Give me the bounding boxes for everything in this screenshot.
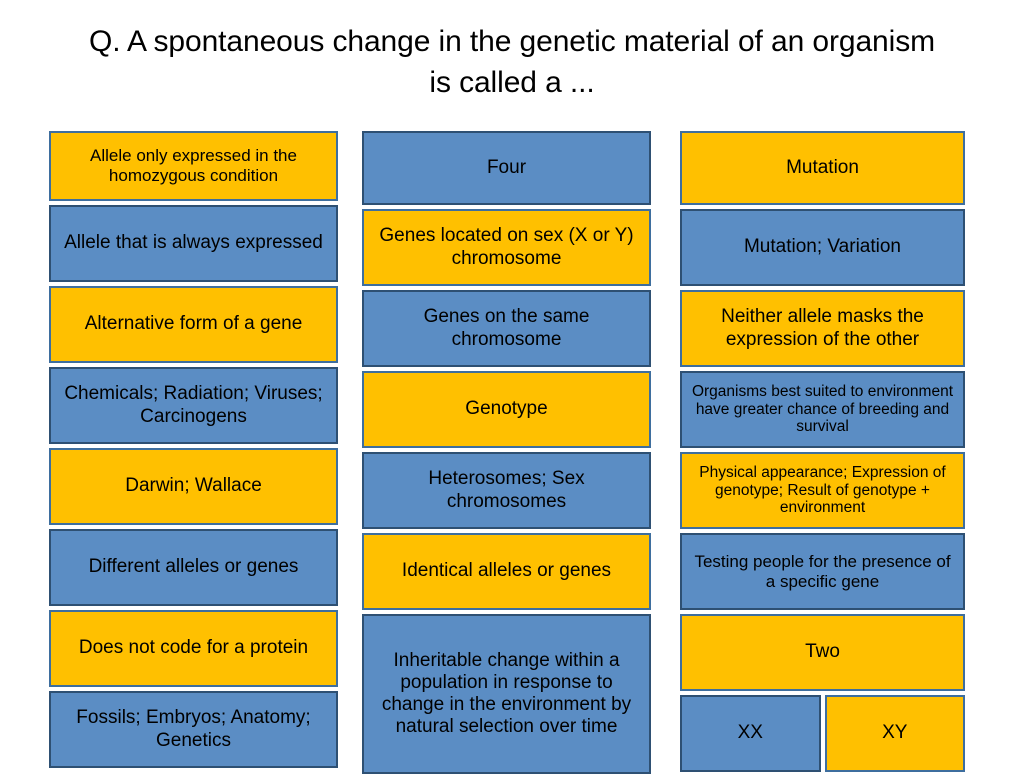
answer-card[interactable]: Identical alleles or genes [362, 533, 651, 610]
answer-card[interactable]: Darwin; Wallace [49, 448, 338, 525]
answer-card-split-row: XX XY [680, 695, 965, 772]
answer-card[interactable]: Chemicals; Radiation; Viruses; Carcinoge… [49, 367, 338, 444]
page-title-line-1: Q. A spontaneous change in the genetic m… [88, 25, 936, 58]
answer-card[interactable]: Testing people for the presence of a spe… [680, 533, 965, 610]
answer-card[interactable]: Heterosomes; Sex chromosomes [362, 452, 651, 529]
answer-column-3: Mutation Mutation; Variation Neither all… [680, 131, 965, 772]
page-title: Q. A spontaneous change in the genetic m… [62, 22, 962, 104]
answer-card[interactable]: Allele only expressed in the homozygous … [49, 131, 338, 201]
answer-card-xx[interactable]: XX [680, 695, 821, 772]
answer-card[interactable]: Different alleles or genes [49, 529, 338, 606]
answer-card[interactable]: Genes on the same chromosome [362, 290, 651, 367]
answer-card[interactable]: Does not code for a protein [49, 610, 338, 687]
answer-card[interactable]: Inheritable change within a population i… [362, 614, 651, 774]
answer-card[interactable]: Genes located on sex (X or Y) chromosome [362, 209, 651, 286]
page-title-line-2: is called a ... [429, 65, 595, 99]
answer-card[interactable]: Two [680, 614, 965, 691]
answer-card[interactable]: Genotype [362, 371, 651, 448]
answer-card[interactable]: Fossils; Embryos; Anatomy; Genetics [49, 691, 338, 768]
answer-card[interactable]: Allele that is always expressed [49, 205, 338, 282]
answer-column-1: Allele only expressed in the homozygous … [49, 131, 338, 772]
answer-card[interactable]: Mutation; Variation [680, 209, 965, 286]
answer-card[interactable]: Alternative form of a gene [49, 286, 338, 363]
answer-card[interactable]: Neither allele masks the expression of t… [680, 290, 965, 367]
answer-card[interactable]: Physical appearance; Expression of genot… [680, 452, 965, 529]
answer-card-xy[interactable]: XY [824, 695, 965, 772]
answer-column-2: Four Genes located on sex (X or Y) chrom… [362, 131, 651, 778]
answer-card[interactable]: Mutation [680, 131, 965, 205]
answer-card[interactable]: Organisms best suited to environment hav… [680, 371, 965, 448]
answer-card[interactable]: Four [362, 131, 651, 205]
